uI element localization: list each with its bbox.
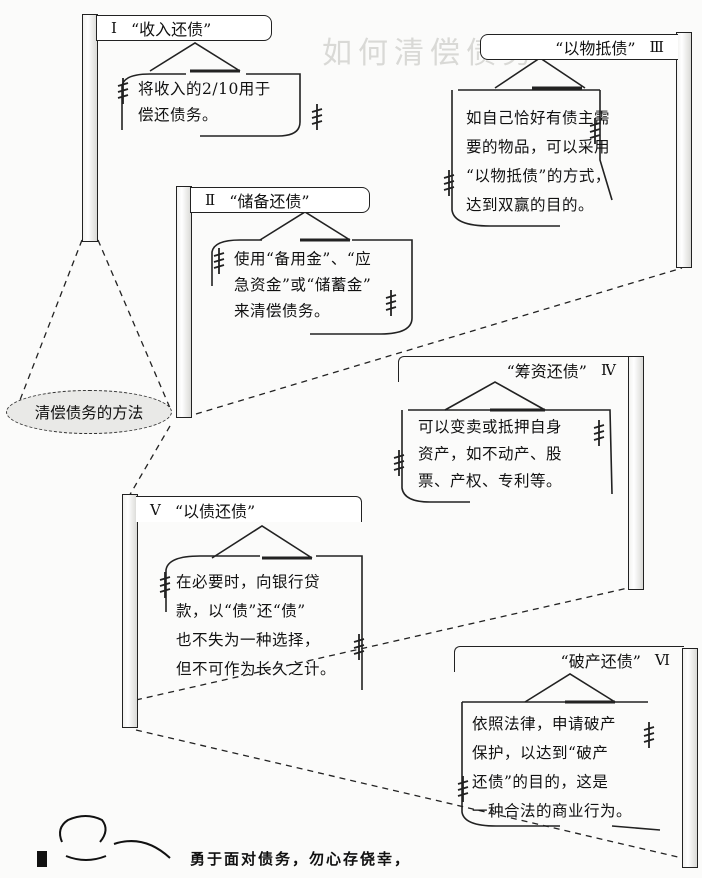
- center-label-oval: 清偿债务的方法: [6, 390, 172, 434]
- method-name-1: “收入还债”: [130, 20, 212, 39]
- post-4: [628, 356, 644, 590]
- connector-line-6: [135, 587, 629, 701]
- card-line: 款，以“债”还“债”: [176, 602, 306, 620]
- method-card-4: 可以变卖或抵押自身 资产，如不动产、股 票、产权、专利等。: [418, 414, 598, 495]
- method-banner-1: Ⅰ “收入还债”: [96, 15, 272, 41]
- card-line: 要的物品，可以采用: [466, 138, 611, 156]
- triangle-2: [259, 211, 351, 241]
- card-line: 依照法律，申请破产: [472, 715, 617, 733]
- card-line: 将收入的2/10用于: [138, 80, 271, 98]
- method-banner-4: “筹资还债” Ⅳ: [398, 356, 630, 382]
- triangle-4: [444, 381, 546, 411]
- card-frame-2: [211, 239, 413, 335]
- method-name-4: “筹资还债”: [506, 361, 587, 381]
- post-5: [122, 494, 138, 728]
- method-name-3: “以物抵债”: [555, 39, 636, 58]
- card-line: 来清偿债务。: [234, 302, 331, 320]
- cartoon-figure: [37, 815, 171, 867]
- card-frame-4: [401, 409, 613, 503]
- card-line: 使用“备用金”、“应: [234, 250, 372, 268]
- method-name-6: “破产还债”: [560, 651, 641, 671]
- method-name-5: “以债还债”: [174, 501, 256, 521]
- post-2: [176, 186, 192, 418]
- triangle-1: [149, 42, 241, 72]
- card-line: 如自己恰好有债主需: [466, 109, 611, 127]
- card-line: 可以变卖或抵押自身: [418, 418, 563, 436]
- center-label: 清偿债务的方法: [34, 404, 144, 422]
- card-frame-6: [461, 701, 661, 831]
- card-line: 急资金”或“储蓄金”: [234, 276, 372, 294]
- method-banner-2: Ⅱ “储备还债”: [190, 187, 370, 213]
- card-line: 一种合法的商业行为。: [472, 802, 633, 820]
- card-line: 但不可作为长久之计。: [176, 660, 337, 678]
- card-line: 资产，如不动产、股: [418, 445, 563, 463]
- card-line: 票、产权、专利等。: [418, 472, 563, 490]
- post-3: [676, 32, 692, 268]
- triangle-3: [494, 57, 586, 89]
- triangle-6: [524, 673, 616, 703]
- card-line: 达到双赢的目的。: [466, 196, 595, 214]
- card-frame-3: [451, 89, 613, 227]
- method-card-2: 使用“备用金”、“应 急资金”或“储蓄金” 来清偿债务。: [234, 246, 412, 324]
- connector-line-1: [19, 239, 83, 401]
- method-banner-5: Ⅴ “以债还债”: [136, 496, 362, 522]
- post-1: [82, 14, 98, 242]
- card-line: 在必要时，向银行贷: [176, 573, 321, 591]
- method-banner-3: “以物抵债” Ⅲ: [480, 34, 678, 60]
- connector-line-5: [135, 729, 683, 859]
- card-line: 也不失为一种选择，: [176, 631, 321, 649]
- connector-line-2: [97, 239, 171, 409]
- method-card-6: 依照法律，申请破产 保护，以达到“破产 还债”的目的，这是 一种合法的商业行为。: [472, 710, 656, 826]
- post-6: [682, 648, 698, 868]
- connector-line-4: [127, 425, 171, 499]
- card-line: “以物抵债”的方式，: [466, 167, 611, 185]
- card-line: 偿还债务。: [138, 106, 219, 124]
- motto-text: 勇于面对债务，勿心存侥幸，: [190, 850, 412, 868]
- card-frame-1: [121, 73, 301, 137]
- card-line: 还债”的目的，这是: [472, 773, 609, 791]
- card-line: 保护，以达到“破产: [472, 744, 609, 762]
- method-card-5: 在必要时，向银行贷 款，以“债”还“债” 也不失为一种选择， 但不可作为长久之计…: [176, 568, 360, 684]
- method-card-3: 如自己恰好有债主需 要的物品，可以采用 “以物抵债”的方式， 达到双赢的目的。: [466, 104, 646, 220]
- method-card-1: 将收入的2/10用于 偿还债务。: [138, 76, 308, 128]
- method-banner-6: “破产还债” Ⅵ: [454, 646, 684, 672]
- method-name-2: “储备还债”: [229, 192, 310, 211]
- connector-line-3: [195, 267, 683, 415]
- triangle-5: [211, 525, 313, 559]
